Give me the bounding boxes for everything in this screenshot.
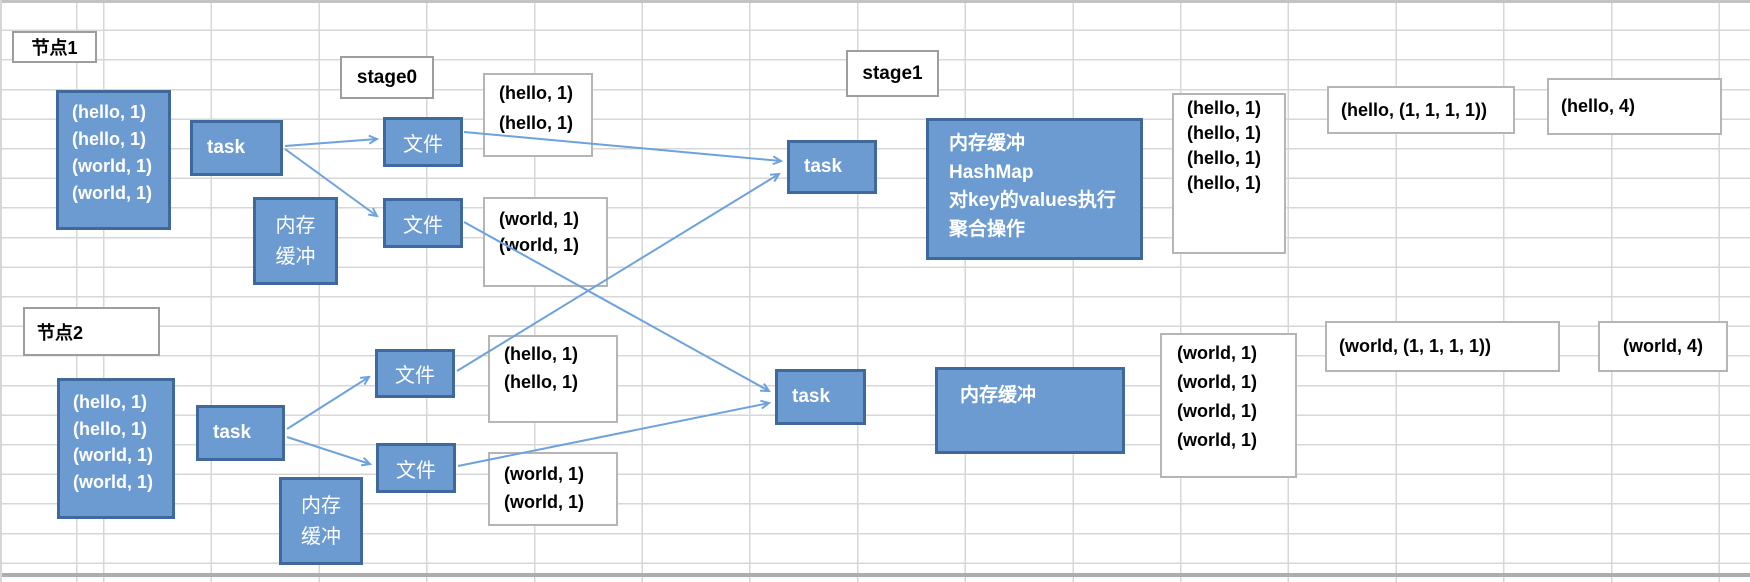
output-pair: (hello, 1): [499, 113, 574, 133]
node2-memory-buffer-box: 内存 缓冲: [279, 477, 363, 565]
input-pair: (world, 1): [72, 183, 152, 203]
output-pair: (hello, 1): [504, 372, 579, 392]
output-pair: (hello, 1): [499, 83, 574, 103]
buffer-line: 内存: [275, 215, 316, 237]
grid-bottom-border: [0, 573, 1750, 577]
collected-pair: (hello, 1): [1187, 98, 1262, 118]
input-pair: (world, 1): [73, 445, 153, 465]
collected-pair: (world, 1): [1177, 372, 1257, 392]
reduce2-result-box: (world, 4): [1598, 321, 1728, 372]
output-pair: (world, 1): [499, 209, 579, 229]
output-pair: (world, 1): [504, 464, 584, 484]
input-pair: (world, 1): [73, 471, 153, 492]
node2-file-top-box: 文件: [375, 349, 455, 398]
stage1-reduce-task2-box: task: [775, 369, 866, 425]
input-pair: (hello, 1): [73, 418, 148, 439]
node1-map-task-box: task: [190, 120, 283, 176]
reduce2-grouped-values-box: (world, (1, 1, 1, 1)): [1325, 321, 1560, 372]
node2-file-bottom-output-box: (world, 1) (world, 1): [488, 452, 618, 526]
aggregation-line: 内存缓冲: [960, 385, 1037, 406]
grid-top-border: [0, 0, 1750, 3]
buffer-line: 缓冲: [301, 526, 341, 548]
stage0-label: stage0: [340, 56, 434, 99]
node1-file-top-output-box: (hello, 1) (hello, 1): [483, 73, 593, 157]
node1-input-data-box: (hello, 1) (hello, 1) (world, 1) (world,…: [56, 90, 171, 230]
node1-memory-buffer-box: 内存 缓冲: [253, 197, 338, 285]
aggregation-line: 聚合操作: [949, 218, 1026, 240]
collected-pair: (world, 1): [1177, 343, 1257, 363]
output-pair: (hello, 1): [504, 344, 579, 364]
input-pair: (world, 1): [72, 156, 152, 176]
collected-pair: (hello, 1): [1187, 148, 1262, 168]
collected-pair: (world, 1): [1177, 401, 1257, 421]
stage1-label: stage1: [846, 50, 939, 97]
input-pair: (hello, 1): [72, 129, 147, 149]
reduce2-aggregation-box: 内存缓冲: [935, 367, 1125, 454]
output-pair: (world, 1): [499, 235, 579, 255]
node2-file-top-output-box: (hello, 1) (hello, 1): [488, 335, 618, 423]
buffer-line: 缓冲: [275, 246, 316, 268]
collected-pair: (hello, 1): [1187, 123, 1262, 143]
output-pair: (world, 1): [504, 492, 584, 512]
reduce1-aggregation-box: 内存缓冲 HashMap 对key的values执行 聚合操作: [926, 118, 1143, 260]
reduce1-result-box: (hello, 4): [1547, 78, 1722, 135]
aggregation-line: 内存缓冲: [949, 133, 1026, 154]
reduce1-collected-values-box: (hello, 1) (hello, 1) (hello, 1) (hello,…: [1172, 93, 1286, 254]
input-pair: (hello, 1): [73, 392, 148, 412]
node2-label: 节点2: [23, 307, 160, 356]
buffer-line: 内存: [301, 495, 341, 517]
node1-file-top-box: 文件: [383, 117, 463, 167]
node1-file-bottom-output-box: (world, 1) (world, 1): [483, 197, 608, 287]
reduce2-collected-values-box: (world, 1) (world, 1) (world, 1) (world,…: [1160, 333, 1297, 478]
reduce1-grouped-values-box: (hello, (1, 1, 1, 1)): [1327, 86, 1515, 134]
aggregation-line: 对key的values执行: [949, 190, 1116, 211]
input-pair: (hello, 1): [72, 102, 147, 122]
node2-input-data-box: (hello, 1) (hello, 1) (world, 1) (world,…: [57, 378, 175, 519]
node2-file-bottom-box: 文件: [376, 443, 456, 493]
grid-left-border: [0, 0, 2, 582]
node1-file-bottom-box: 文件: [383, 198, 463, 248]
stage1-reduce-task1-box: task: [787, 140, 877, 194]
node1-label: 节点1: [12, 31, 97, 63]
node2-map-task-box: task: [196, 405, 285, 461]
collected-pair: (world, 1): [1177, 430, 1257, 450]
collected-pair: (hello, 1): [1187, 173, 1262, 193]
aggregation-line: HashMap: [949, 161, 1034, 183]
